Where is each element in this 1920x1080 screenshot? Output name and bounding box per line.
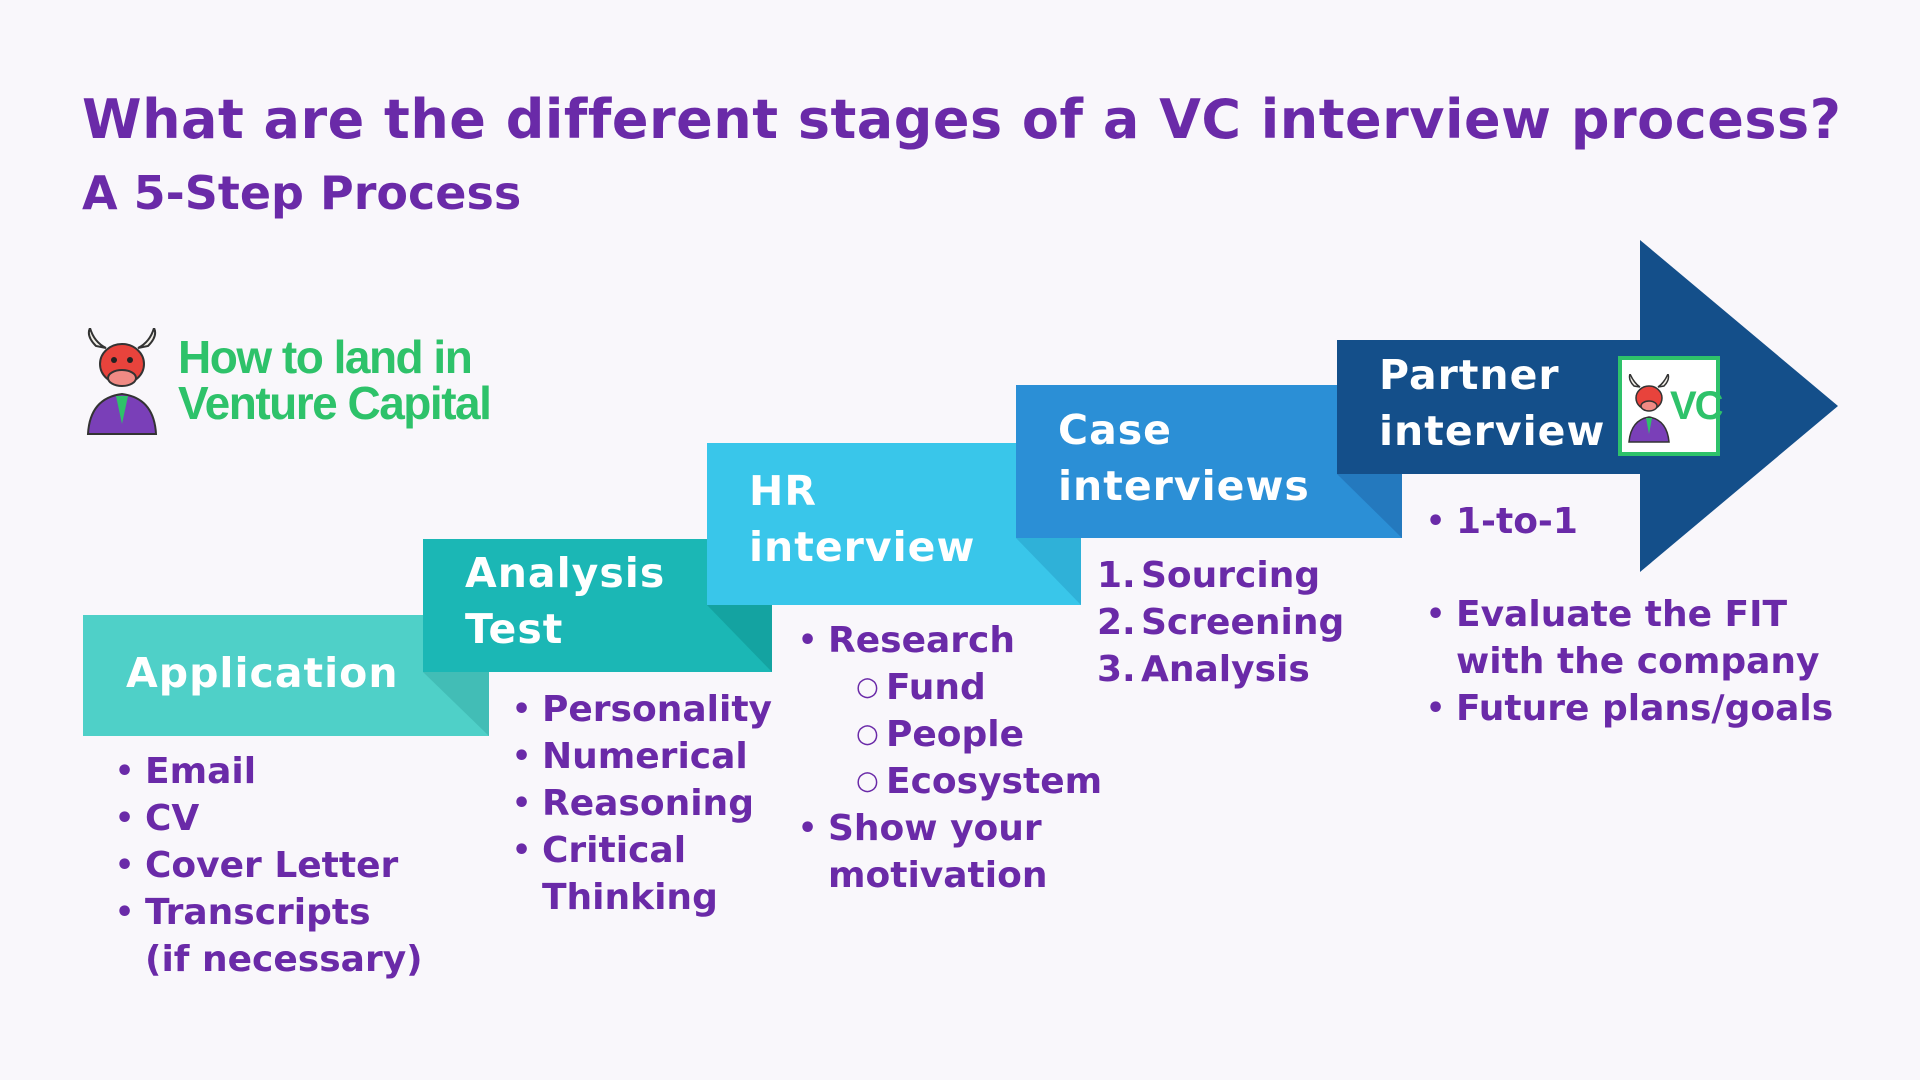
page-title: What are the different stages of a VC in… [82,88,1842,151]
step-label-analysis: Analysis Test [465,549,666,653]
step-arrow-partner [1337,240,1838,572]
list-item: 3.Analysis [1097,649,1310,690]
step-label-case: Case interviews [1058,406,1310,510]
list-item: 2.Screening [1097,602,1345,643]
list-item: •Critical [512,827,772,874]
list-item: •Transcripts [115,889,423,936]
hollow-bullet-icon: ○ [856,766,879,796]
list-item: •Show your [798,805,1102,852]
bull-mascot-icon [86,325,158,435]
brand-logo: How to land in Venture Capital [82,325,542,438]
step-fold-analysis [707,605,772,672]
list-item: •Reasoning [512,780,772,827]
list-subitem: ○Fund [798,664,1102,711]
bullet-icon: • [115,801,135,836]
analysis-list: •Personality •Numerical •Reasoning •Crit… [512,686,772,921]
bullet-icon: • [1426,504,1446,539]
list-item: •Personality [512,686,772,733]
list-item-continuation: (if necessary) [145,939,423,980]
list-item-continuation: with the company [1456,641,1820,682]
bullet-icon: • [115,895,135,930]
bullet-icon: • [512,692,532,727]
list-item: 1.Sourcing [1097,555,1321,596]
list-item: •Numerical [512,733,772,780]
step-label-application: Application [126,649,399,697]
step-fold-case [1337,474,1402,538]
logo-wordmark: How to land in Venture Capital [178,331,492,429]
list-item: •1-to-1 [1426,498,1833,545]
hollow-bullet-icon: ○ [856,719,879,749]
list-subitem: ○People [798,711,1102,758]
list-item: •Cover Letter [115,842,423,889]
bullet-icon: • [512,833,532,868]
step-label-hr: HR interview [749,467,976,571]
bullet-icon: • [798,811,818,846]
vc-badge-text: VC [1670,384,1724,428]
list-item: •CV [115,795,423,842]
application-list: •Email •CV •Cover Letter •Transcripts (i… [115,748,423,983]
bullet-icon: • [1426,597,1446,632]
bullet-icon: • [115,754,135,789]
case-list: 1.Sourcing 2.Screening 3.Analysis [1097,552,1344,693]
bullet-icon: • [512,739,532,774]
list-item: •Future plans/goals [1426,685,1833,732]
bullet-icon: • [115,848,135,883]
bullet-icon: • [798,623,818,658]
bull-mascot-small-icon [1628,374,1670,443]
list-item: •Research [798,617,1102,664]
logo-line-2: Venture Capital [178,377,492,429]
step-label-partner: Partner interview [1379,351,1606,455]
step-fold-application [423,672,489,736]
list-item: •Evaluate the FIT [1426,591,1833,638]
list-item-continuation: motivation [828,855,1048,896]
hollow-bullet-icon: ○ [856,672,879,702]
logo-line-1: How to land in [178,331,473,383]
bullet-icon: • [1426,691,1446,726]
vc-badge: VC [1618,356,1724,456]
partner-list: •1-to-1 •Evaluate the FIT with the compa… [1426,498,1833,732]
list-subitem: ○Ecosystem [798,758,1102,805]
hr-list: •Research ○Fund ○People ○Ecosystem •Show… [798,617,1102,899]
step-fold-hr [1016,538,1081,605]
bullet-icon: • [512,786,532,821]
page-subtitle: A 5-Step Process [82,166,522,220]
list-item-continuation: Thinking [542,877,718,918]
step-block-application [83,615,489,736]
list-item: •Email [115,748,423,795]
